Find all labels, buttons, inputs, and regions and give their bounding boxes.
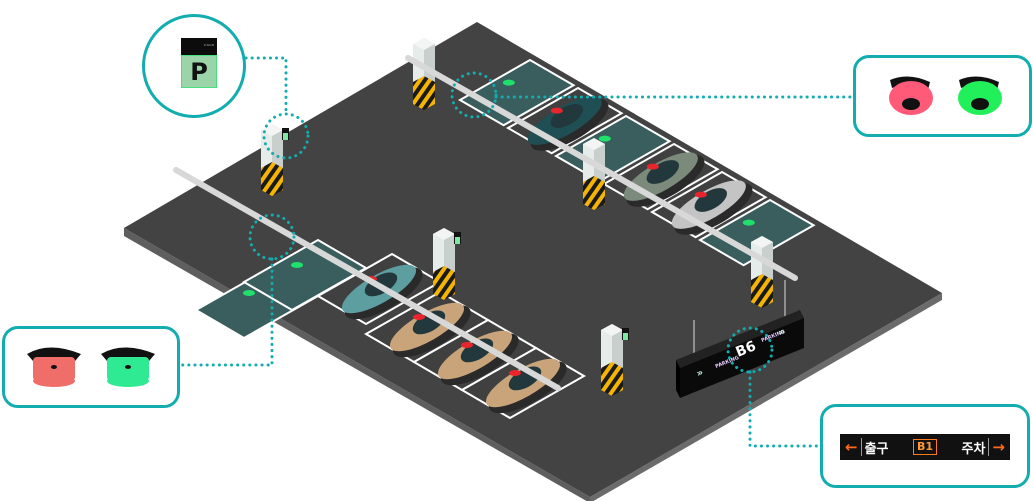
pillar	[751, 236, 773, 308]
pillars	[261, 38, 773, 396]
floor-surface	[124, 22, 942, 497]
guide-board-display: ← 출구 B1 주차 →	[840, 434, 1010, 460]
space-indicator-red	[413, 314, 425, 320]
exit-label: 출구	[864, 441, 889, 457]
pillar-p-sign	[283, 133, 288, 140]
ceiling-indicator-red-icon	[889, 76, 933, 115]
space-indicator-green	[291, 262, 303, 268]
pillar	[583, 138, 605, 210]
ceiling-rails	[173, 55, 798, 391]
arrow-left-icon: ←	[845, 438, 858, 456]
floor-indicator-green-icon	[101, 347, 155, 387]
parking-sign-icon: P-SIGN P	[181, 38, 217, 90]
rail-upper	[405, 55, 798, 281]
floor-guide-board: » PARKING B6 PARKING »	[676, 280, 804, 398]
leader-psign	[244, 56, 288, 116]
ring-psign	[262, 112, 310, 160]
hazard-stripes	[413, 76, 435, 110]
space-indicator-red	[646, 163, 659, 170]
vehicles	[341, 96, 753, 414]
space-indicator-red	[694, 191, 707, 198]
board-floor-label: B6	[734, 338, 759, 360]
callout-leaders	[178, 56, 855, 448]
space-indicator-red	[550, 107, 563, 114]
floor-indicator-red-icon	[27, 347, 81, 387]
parking-sign-header: P-SIGN	[203, 43, 214, 47]
hazard-stripes	[433, 266, 455, 300]
pillar-p-sign	[455, 237, 460, 244]
rail-lower	[173, 167, 561, 391]
pillar	[413, 38, 435, 110]
parking-sign-glyph: P	[181, 55, 217, 88]
parking-label: 주차	[961, 441, 986, 457]
space-indicator-green	[598, 135, 611, 142]
callout-ceiling-indicator	[853, 55, 1032, 137]
hazard-stripes	[751, 274, 773, 308]
hazard-stripes	[261, 162, 283, 196]
floor-edge-right	[590, 293, 942, 501]
ring-floor	[248, 213, 296, 261]
space-indicator-green	[502, 79, 515, 86]
arrow-right-icon: →	[992, 438, 1005, 456]
ring-ceiling	[450, 71, 498, 119]
ceiling-indicator-green-icon	[958, 76, 1002, 115]
callout-parking-sign: P-SIGN P	[142, 14, 246, 118]
parking-space	[457, 58, 576, 127]
callout-floor-indicator	[2, 326, 180, 408]
board-arrows-right: »	[777, 326, 787, 339]
space-indicator-green	[742, 219, 755, 226]
parking-space	[697, 198, 816, 267]
leader-board	[748, 370, 822, 448]
space-indicator-red	[509, 370, 521, 376]
ring-board	[726, 326, 774, 374]
callout-guide-board: ← 출구 B1 주차 →	[820, 404, 1030, 488]
space-indicator-red	[461, 342, 473, 348]
hazard-stripes	[601, 362, 623, 396]
hazard-stripes	[583, 176, 605, 210]
pillar	[433, 228, 461, 300]
leader-floor	[178, 257, 274, 367]
board-arrows-left: »	[695, 367, 705, 380]
space-indicator-green	[243, 290, 255, 296]
floor-level-badge: B1	[912, 439, 938, 455]
pillar-p-sign	[623, 333, 628, 340]
space-indicators	[243, 79, 755, 376]
pillar	[601, 324, 629, 396]
